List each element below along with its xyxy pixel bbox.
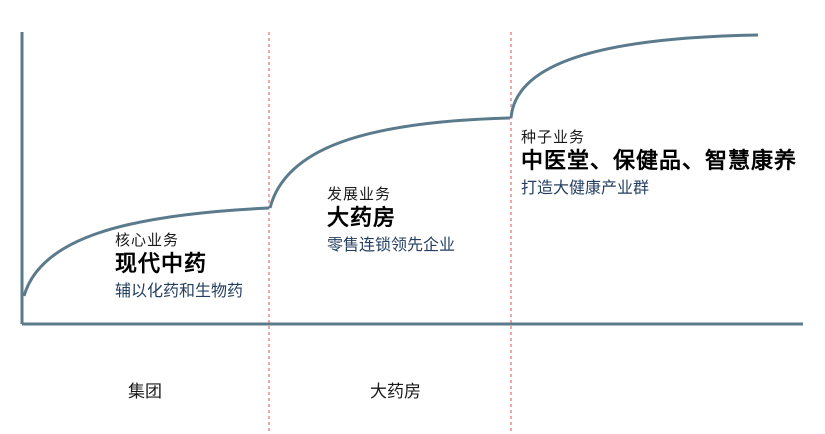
stage-title: 大药房 <box>327 206 397 231</box>
stage-title: 现代中药 <box>115 252 208 277</box>
stage-description: 零售连锁领先企业 <box>327 235 456 254</box>
growth-curve-seed <box>509 33 759 119</box>
stage-description: 打造大健康产业群 <box>521 178 650 197</box>
stage-label: 发展业务 <box>327 185 392 203</box>
period-label-group: 集团 <box>128 382 162 402</box>
stage-seed-business: 种子业务 中医堂、保健品、智慧康养 打造大健康产业群 <box>521 127 797 199</box>
stage-title: 中医堂、保健品、智慧康养 <box>521 149 798 174</box>
stage-label: 种子业务 <box>521 128 586 146</box>
stage-growth-business: 发展业务 大药房 零售连锁领先企业 <box>327 184 455 256</box>
stage-core-business: 核心业务 现代中药 辅以化药和生物药 <box>115 230 243 302</box>
stage-label: 核心业务 <box>115 231 180 249</box>
growth-curve-core <box>22 206 270 297</box>
stage-description: 辅以化药和生物药 <box>115 281 244 300</box>
growth-curve-growth <box>268 116 511 209</box>
period-label-pharmacy: 大药房 <box>370 382 421 402</box>
